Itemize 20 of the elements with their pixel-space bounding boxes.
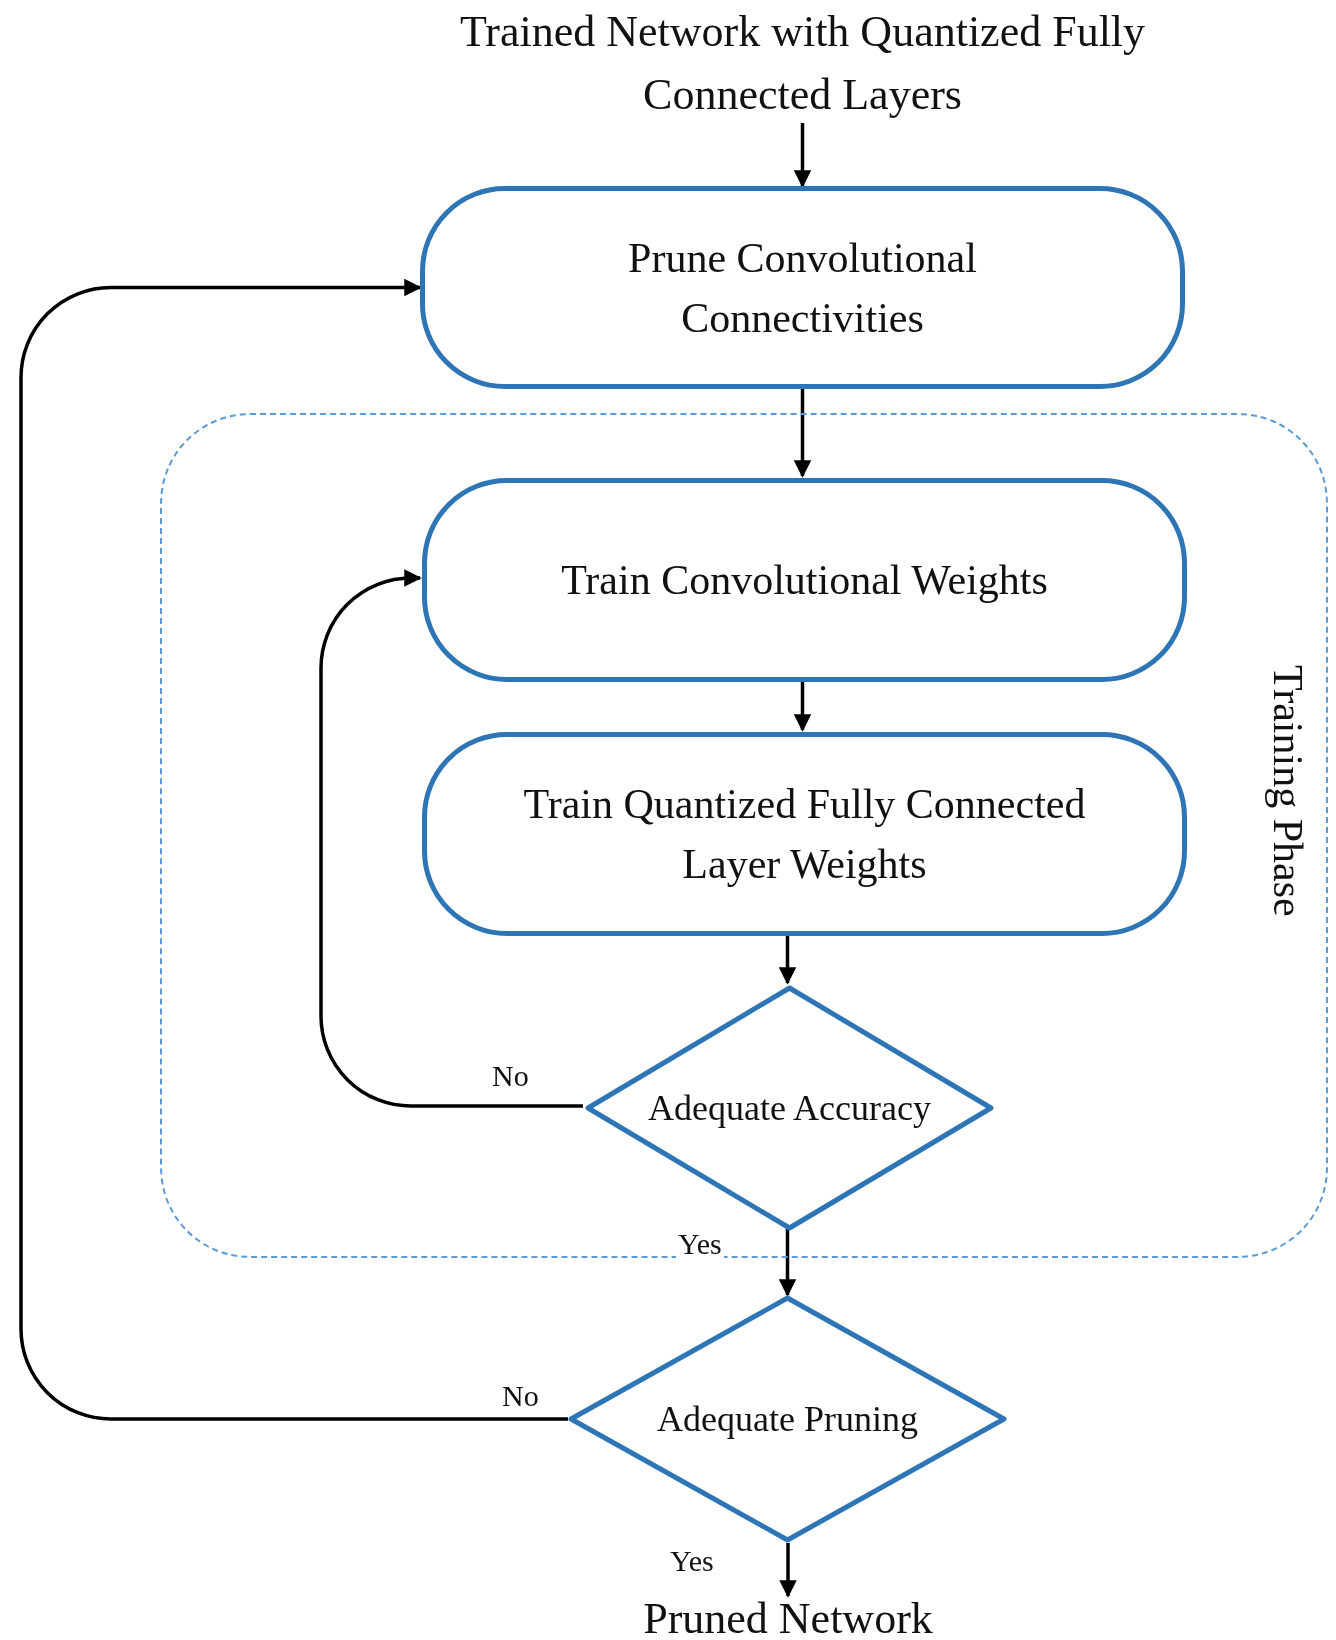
arrow <box>793 123 812 188</box>
process-box <box>420 186 1185 389</box>
process-box <box>422 732 1187 936</box>
phase-region <box>160 413 1328 1258</box>
arrow <box>778 934 797 985</box>
arrow <box>779 1543 797 1598</box>
flow-label: Trained Network with Quantized Fully Connected Layers <box>458 6 1147 121</box>
decision-label: Adequate Pruning <box>657 1398 918 1440</box>
flow-label: Pruned Network <box>643 1592 933 1640</box>
arrow <box>778 1229 797 1297</box>
arrow <box>319 569 583 1108</box>
step-label: Prune Convolutional Connectivities <box>627 233 978 343</box>
arrow <box>793 680 812 732</box>
arrow <box>793 389 812 478</box>
process-box <box>422 478 1187 682</box>
phase-label: Training Phase <box>1264 665 1312 917</box>
arrow <box>19 278 568 1421</box>
decision-label: Adequate Accuracy <box>648 1087 931 1129</box>
step-label: Train Quantized Fully Connected Layer Weights <box>522 780 1087 889</box>
step-label: Train Convolutional Weights <box>560 556 1049 605</box>
